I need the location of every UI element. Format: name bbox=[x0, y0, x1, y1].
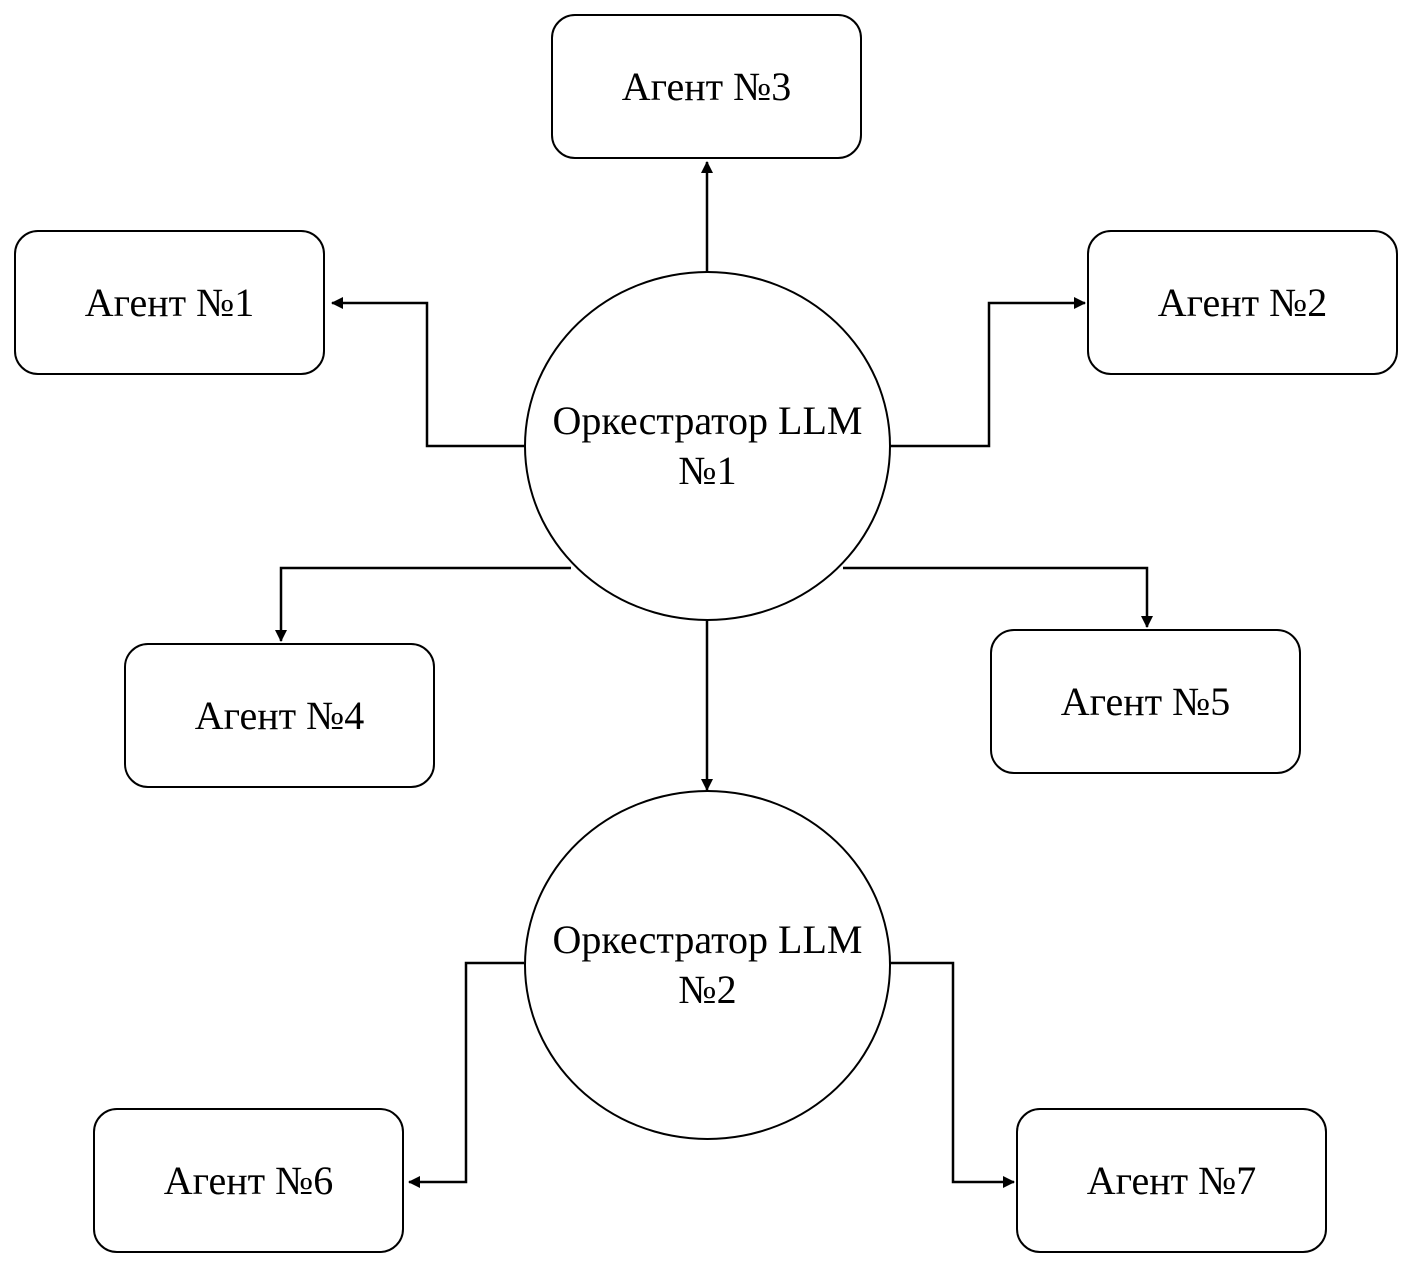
agent-1-label: Агент №1 bbox=[84, 279, 255, 325]
agent-6-box: Агент №6 bbox=[93, 1108, 404, 1253]
orchestrator-1-number: №1 bbox=[678, 448, 737, 493]
agent-7-label: Агент №7 bbox=[1086, 1157, 1257, 1203]
edge-orch1-agent4 bbox=[275, 566, 571, 642]
agent-3-box: Агент №3 bbox=[551, 14, 862, 159]
orchestrator-2-title: Оркестратор LLM bbox=[552, 917, 863, 962]
orchestrator-1-title: Оркестратор LLM bbox=[552, 398, 863, 443]
agent-5-box: Агент №5 bbox=[990, 629, 1301, 774]
edge-orch2-agent7 bbox=[890, 961, 1015, 1188]
agent-5-label: Агент №5 bbox=[1060, 678, 1231, 724]
orchestrator-llm-2: Оркестратор LLM №2 bbox=[524, 790, 891, 1140]
agent-7-box: Агент №7 bbox=[1016, 1108, 1327, 1253]
agent-4-box: Агент №4 bbox=[124, 643, 435, 788]
agent-2-box: Агент №2 bbox=[1087, 230, 1398, 375]
agent-6-label: Агент №6 bbox=[163, 1157, 334, 1203]
agent-4-label: Агент №4 bbox=[194, 692, 365, 738]
edge-orch1-agent2 bbox=[890, 297, 1086, 448]
agent-2-label: Агент №2 bbox=[1157, 279, 1328, 325]
orchestrator-2-number: №2 bbox=[678, 967, 737, 1012]
edge-orch1-agent5 bbox=[843, 566, 1153, 628]
edge-orch1-agent1 bbox=[331, 297, 524, 448]
orchestrator-llm-1: Оркестратор LLM №1 bbox=[524, 271, 891, 621]
agent-3-label: Агент №3 bbox=[621, 63, 792, 109]
edge-orch2-agent6 bbox=[408, 961, 524, 1188]
agent-1-box: Агент №1 bbox=[14, 230, 325, 375]
